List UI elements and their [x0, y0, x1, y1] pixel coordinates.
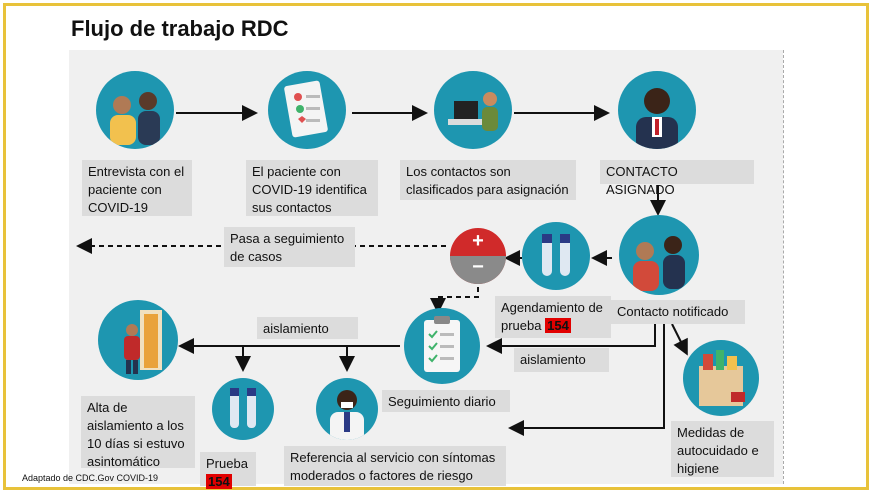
step-prueba-label: Prueba 154	[200, 452, 256, 489]
step-agendamiento-label: Agendamiento de prueba 154	[495, 296, 611, 338]
test-tube-illustration	[522, 222, 590, 290]
outer-frame	[3, 3, 869, 490]
plus-icon: +	[472, 230, 484, 252]
self-care-supplies-illustration	[683, 340, 759, 416]
test-tube-illustration-2	[212, 378, 274, 440]
test-result-plus-minus-icon: + −	[450, 228, 506, 284]
step-seguimiento-casos-label: Pasa a seguimiento de casos	[224, 227, 355, 267]
arrow-to-seguimiento	[430, 287, 479, 314]
step-alta-label: Alta de aislamiento a los 10 días si est…	[81, 396, 195, 469]
contact-classification-illustration	[434, 71, 512, 149]
daily-followup-clipboard-illustration	[404, 308, 480, 384]
aislamiento-right-label: aislamiento	[514, 348, 609, 372]
step-referencia-label: Referencia al servicio con síntomas mode…	[284, 446, 506, 486]
isolation-release-door-illustration	[98, 300, 178, 380]
minus-icon: −	[472, 256, 484, 278]
step-asignado-label: CONTACTO ASIGNADO	[600, 160, 754, 197]
checklist-illustration	[268, 71, 346, 149]
page-title: Flujo de trabajo RDC	[71, 16, 289, 41]
step-notificado-label: Contacto notificado	[611, 300, 745, 324]
arrow-to-medidas	[671, 323, 688, 356]
doctor-illustration	[316, 378, 378, 440]
divider-dashed	[783, 50, 784, 484]
aislamiento-top-label: aislamiento	[257, 317, 358, 339]
arrow-notificado-referencia	[508, 322, 665, 436]
step-seguimiento-diario-label: Seguimiento diario	[382, 390, 510, 412]
prueba-text: Prueba	[206, 456, 248, 471]
notified-contact-illustration	[619, 215, 699, 295]
assigned-contact-illustration	[618, 71, 696, 149]
step-entrevista-label: Entrevista con el paciente con COVID-19	[82, 160, 192, 216]
step-medidas-label: Medidas de autocuidado e higiene	[671, 421, 774, 477]
arrow-notificado-seguimiento	[486, 322, 656, 354]
step-clasificados-label: Los contactos son clasificados para asig…	[400, 160, 576, 200]
agendamiento-text: Agendamiento de prueba	[501, 300, 603, 333]
interview-illustration	[96, 71, 174, 149]
step-identifica-label: El paciente con COVID-19 identifica sus …	[246, 160, 378, 216]
prueba-badge: 154	[206, 474, 232, 489]
agendamiento-badge: 154	[545, 318, 571, 333]
source-credit: Adaptado de CDC.Gov COVID-19	[22, 473, 159, 483]
